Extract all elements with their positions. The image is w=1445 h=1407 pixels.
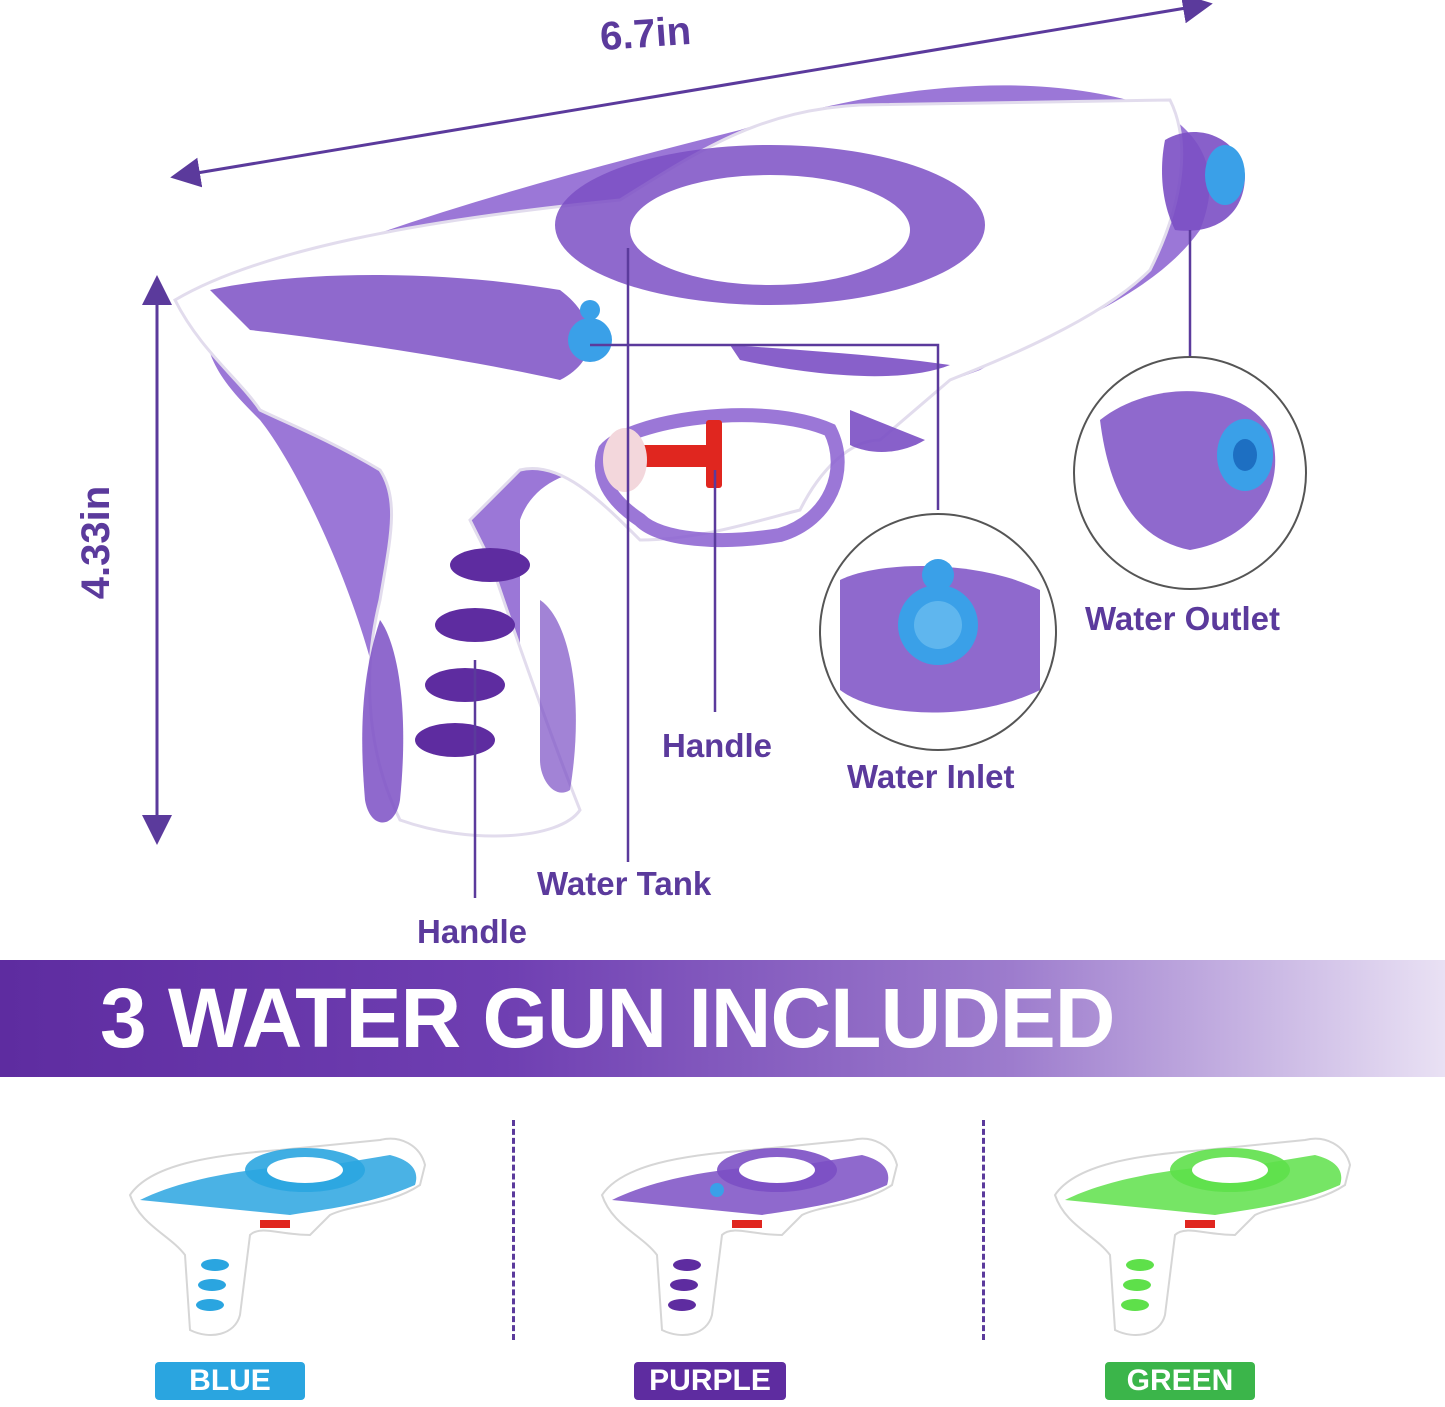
blue-water-gun bbox=[129, 1137, 426, 1336]
variant-tag-green: GREEN bbox=[1105, 1362, 1255, 1400]
width-dimension-label: 6.7in bbox=[598, 8, 693, 60]
water-outlet-detail bbox=[1073, 356, 1307, 590]
width-dimension-arrow bbox=[170, 0, 1213, 188]
variant-tag-purple: PURPLE bbox=[634, 1362, 786, 1400]
height-dimension-label: 4.33in bbox=[74, 485, 119, 600]
callout-handle-pump: Handle bbox=[662, 727, 773, 764]
purple-water-gun bbox=[601, 1137, 898, 1336]
variant-tag-blue: BLUE bbox=[155, 1362, 305, 1400]
banner-background bbox=[0, 960, 1445, 1077]
callout-lines bbox=[473, 230, 1192, 898]
main-water-gun bbox=[173, 85, 1245, 838]
callout-water-tank: Water Tank bbox=[537, 865, 712, 902]
variant-divider bbox=[982, 1120, 985, 1340]
callout-handle-grip: Handle bbox=[417, 913, 528, 950]
water-inlet-detail bbox=[819, 513, 1057, 751]
banner-headline: 3 WATER GUN INCLUDED bbox=[100, 971, 1115, 1065]
callout-water-outlet: Water Outlet bbox=[1085, 600, 1280, 637]
callout-water-inlet: Water Inlet bbox=[847, 758, 1015, 795]
variant-divider bbox=[512, 1120, 515, 1340]
green-water-gun bbox=[1054, 1137, 1351, 1336]
